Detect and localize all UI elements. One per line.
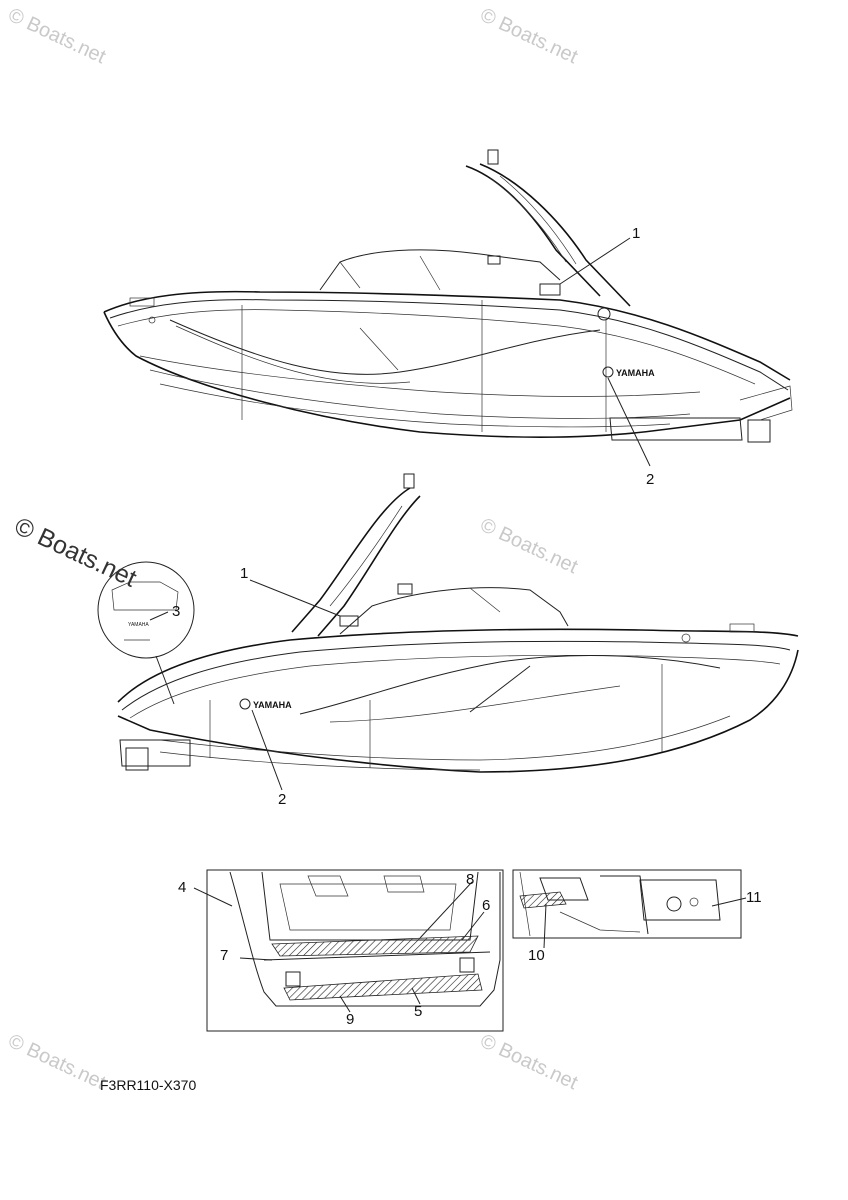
callout-4: 4	[178, 879, 187, 896]
callout-11: 11	[746, 889, 762, 906]
middle-boat-drawing: YAMAHA YAMAHA	[97, 473, 799, 791]
inset-right-drawing	[512, 869, 747, 949]
diagram-code: F3RR110-X370	[100, 1077, 197, 1093]
callout-8: 8	[466, 871, 475, 888]
callout-2: 2	[646, 471, 655, 488]
callout-2: 2	[278, 791, 287, 808]
callout-1: 1	[240, 565, 249, 582]
middle-yamaha-badge: YAMAHA	[253, 700, 292, 710]
callout-1: 1	[632, 225, 641, 242]
callout-5: 5	[414, 1003, 423, 1020]
top-boat-drawing: YAMAHA	[103, 149, 793, 467]
callout-6: 6	[482, 897, 491, 914]
detail-yamaha-badge: YAMAHA	[128, 622, 149, 628]
callout-9: 9	[346, 1011, 355, 1028]
inset-left-drawing	[193, 869, 504, 1032]
callout-10: 10	[528, 947, 545, 964]
callout-3: 3	[172, 603, 181, 620]
callout-7: 7	[220, 947, 229, 964]
top-yamaha-badge: YAMAHA	[616, 368, 655, 378]
